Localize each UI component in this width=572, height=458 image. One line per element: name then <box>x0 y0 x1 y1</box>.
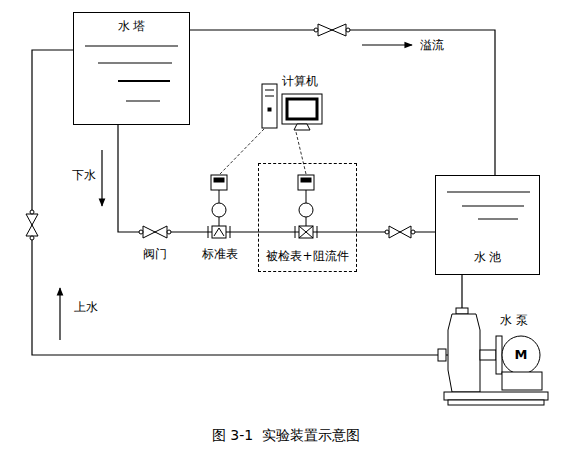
water-level <box>478 218 518 219</box>
pipe <box>32 50 462 355</box>
flow-arrow <box>101 150 102 206</box>
water-level <box>85 45 178 46</box>
part-label: 上水 <box>74 300 98 314</box>
water-level <box>447 191 530 192</box>
water-level <box>126 100 160 101</box>
part-label: 水 泵 <box>500 313 528 327</box>
part-label: 溢流 <box>420 38 444 52</box>
valve-symbol <box>139 226 171 238</box>
node-label: 水 池 <box>474 250 502 264</box>
flow-meter <box>208 175 230 238</box>
part-label: 阀门 <box>143 247 167 261</box>
flow-arrow <box>59 288 60 340</box>
water-level <box>462 205 524 206</box>
water-level <box>118 80 170 82</box>
valve-symbol <box>26 210 38 240</box>
pipe <box>118 125 258 232</box>
water-pool: 水 池 <box>435 175 540 275</box>
figure-caption: 图 3-1 实验装置示意图 <box>212 427 360 444</box>
test-section-box: 被检表+阻流件 <box>258 163 357 272</box>
part-label: 下水 <box>72 168 96 182</box>
water-tower: 水 塔 <box>73 12 190 125</box>
signal-line <box>296 132 306 174</box>
pipe <box>190 30 495 175</box>
water-level <box>98 62 172 63</box>
computer-icon <box>262 84 322 130</box>
part-label: 标准表 <box>202 247 238 261</box>
flow-arrow <box>362 44 412 45</box>
node-label: 被检表+阻流件 <box>266 249 348 263</box>
valve-symbol <box>314 24 350 36</box>
valve-symbol <box>385 226 415 238</box>
pump-symbol <box>438 308 548 405</box>
part-label: 计算机 <box>282 74 318 88</box>
part-label: M <box>515 347 528 363</box>
flow-meter <box>295 175 317 238</box>
node-label: 水 塔 <box>118 19 146 33</box>
